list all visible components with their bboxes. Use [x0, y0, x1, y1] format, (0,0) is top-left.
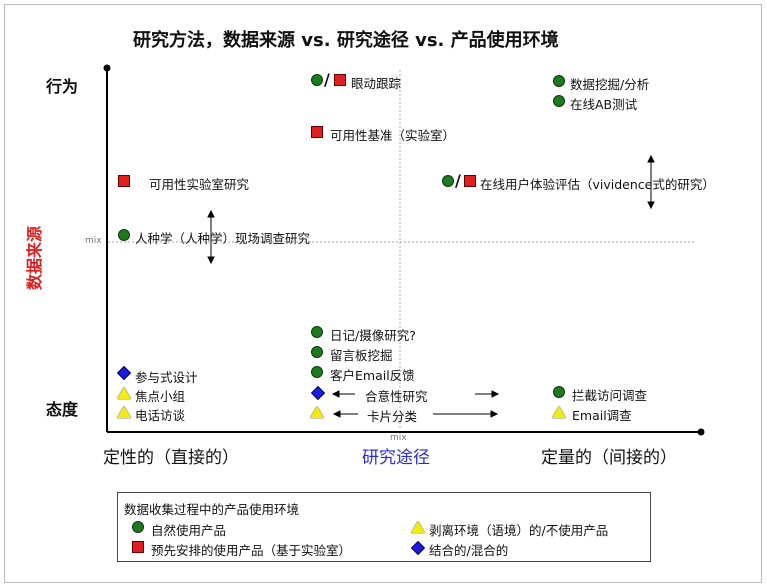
method-benchmark: 可用性基准（实验室） — [330, 128, 456, 143]
decontextualized-triangle-icon — [117, 406, 131, 418]
method-eye-tracking: 眼动跟踪 — [351, 76, 402, 91]
x-axis-end-dot — [697, 428, 705, 436]
arrow-card-sort-right — [433, 410, 499, 418]
natural-circle-icon — [311, 326, 323, 338]
natural-circle-icon — [311, 74, 323, 86]
arrow-online-ux-range — [647, 154, 655, 210]
natural-circle-icon — [442, 175, 454, 187]
mix-y-label: mix — [85, 236, 102, 246]
decontextualized-triangle-icon — [117, 387, 131, 399]
arrow-ethnography-range — [207, 209, 215, 265]
natural-circle-icon — [132, 521, 144, 533]
natural-circle-icon — [311, 366, 323, 378]
y-axis-title: 数据来源 — [25, 225, 44, 290]
natural-circle-icon — [553, 75, 565, 87]
natural-circle-icon — [553, 386, 565, 398]
decontextualized-triangle-icon — [552, 406, 566, 418]
method-ethnography: 人种学（人种学）现场调查研究 — [135, 231, 311, 246]
natural-circle-icon — [553, 95, 565, 107]
natural-circle-icon — [118, 229, 130, 241]
method-intercept: 拦截访问调查 — [572, 388, 648, 403]
decontextualized-triangle-icon — [411, 521, 425, 533]
method-participatory: 参与式设计 — [135, 370, 198, 385]
legend-decontextualized: 剥离环境（语境）的/不使用产品 — [429, 523, 609, 538]
method-email-feedback: 客户Email反馈 — [330, 368, 415, 383]
combined-diamond-icon — [410, 540, 426, 556]
frame — [4, 4, 762, 583]
legend-box: 数据收集过程中的产品使用环境 自然使用产品 预先安排的使用产品（基于实验室） 剥… — [117, 492, 651, 562]
method-focus-group: 焦点小组 — [135, 389, 186, 404]
method-email-survey: Email调查 — [572, 408, 632, 423]
scripted-square-icon — [334, 74, 346, 86]
method-ab-test: 在线AB测试 — [570, 97, 638, 112]
y-axis-end-dot — [103, 64, 111, 72]
legend-title: 数据收集过程中的产品使用环境 — [124, 502, 300, 517]
arrow-card-sort-left — [332, 410, 358, 418]
x-axis-left-label: 定性的（直接的） — [103, 448, 239, 468]
arrow-desirability-right — [475, 390, 500, 398]
legend-natural: 自然使用产品 — [151, 523, 227, 538]
scripted-square-icon — [132, 541, 144, 553]
x-axis-right-label: 定量的（间接的） — [541, 448, 677, 468]
scripted-square-icon — [311, 126, 323, 138]
method-phone-interview: 电话访谈 — [135, 408, 186, 423]
method-diary: 日记/摄像研究? — [330, 328, 416, 343]
scripted-square-icon — [464, 175, 476, 187]
method-online-ux: 在线用户体验评估（vividence式的研究） — [480, 177, 715, 192]
y-axis-top-label: 行为 — [46, 77, 79, 96]
method-data-mining: 数据挖掘/分析 — [570, 77, 650, 92]
slash-icon: / — [324, 70, 330, 89]
natural-circle-icon — [311, 346, 323, 358]
page-title: 研究方法，数据来源 vs. 研究途径 vs. 产品使用环境 — [133, 30, 559, 51]
method-lab-study: 可用性实验室研究 — [149, 177, 250, 192]
method-desirability: 合意性研究 — [365, 389, 428, 404]
method-card-sort: 卡片分类 — [367, 409, 418, 424]
method-message-board: 留言板挖掘 — [330, 348, 393, 363]
y-axis-bottom-label: 态度 — [46, 400, 79, 419]
scripted-square-icon — [118, 175, 130, 187]
x-axis-center-label: 研究途径 — [362, 448, 430, 468]
legend-combined: 结合的/混合的 — [429, 543, 509, 558]
legend-scripted: 预先安排的使用产品（基于实验室） — [151, 543, 352, 558]
arrow-desirability-left — [331, 390, 355, 398]
mix-x-label: mix — [390, 433, 407, 443]
decontextualized-triangle-icon — [310, 406, 324, 418]
slash-icon: / — [455, 171, 461, 190]
